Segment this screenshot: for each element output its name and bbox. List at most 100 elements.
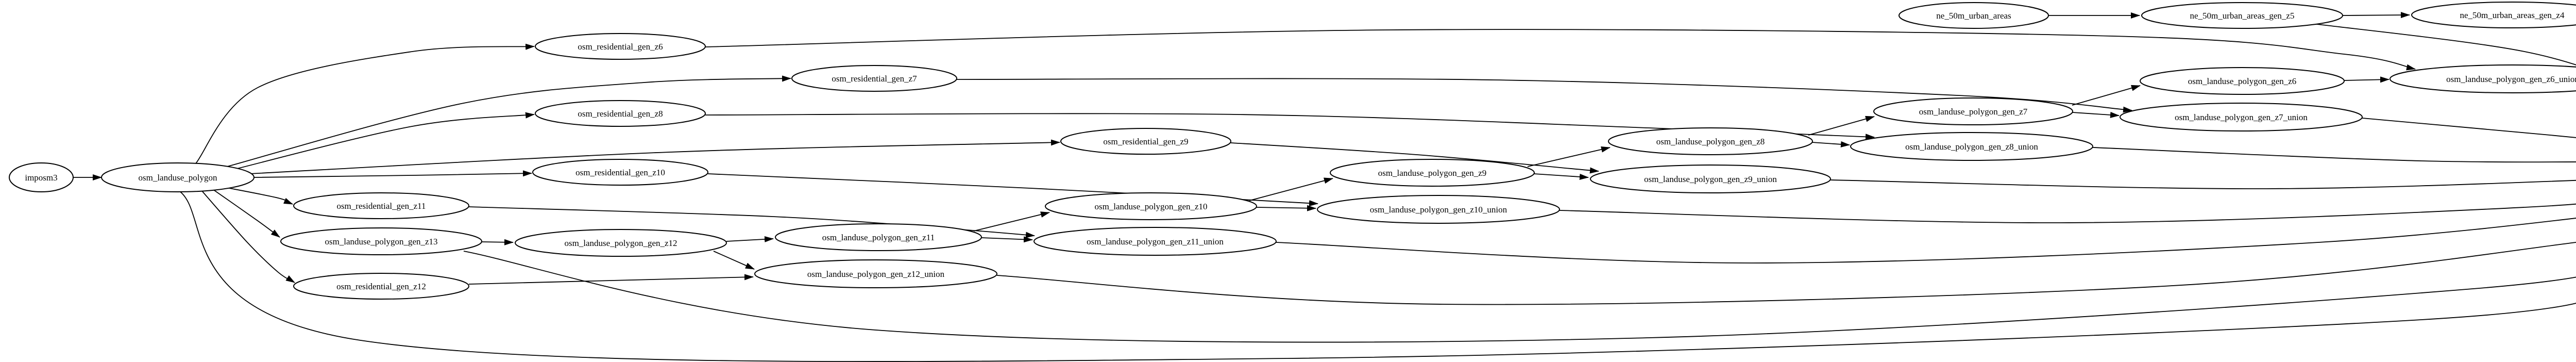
edge-osm_landuse_polygon-to-osm_residential_gen_z12 [200, 189, 295, 283]
edge-osm_landuse_polygon_gen_z8-to-osm_landuse_polygon_gen_z7 [1808, 116, 1875, 136]
node-osm_residential_gen_z9: osm_residential_gen_z9 [1060, 128, 1231, 155]
edge-osm_landuse_polygon_gen_z11-to-osm_landuse_polygon_gen_z11_union [981, 236, 1033, 243]
node-osm_residential_gen_z8: osm_residential_gen_z8 [535, 100, 706, 127]
node-osm_landuse_polygon_gen_z11: osm_landuse_polygon_gen_z11 [775, 223, 982, 251]
edge-osm_landuse_polygon-to-osm_residential_gen_z6 [195, 43, 535, 164]
node-label-osm_residential_gen_z7: osm_residential_gen_z7 [832, 74, 917, 84]
node-shape-osm_residential_gen_z10 [532, 159, 708, 186]
edge-osm_landuse_polygon_gen_z10_union-to-table-z10 [1559, 203, 2576, 223]
edge-osm_landuse_polygon_gen_z7-to-osm_landuse_polygon_gen_z7_union [2072, 111, 2120, 118]
edge-osm_landuse_polygon-to-osm_residential_gen_z8 [226, 112, 535, 172]
edge-osm_landuse_polygon_gen_z7-to-osm_landuse_polygon_gen_z6 [2072, 85, 2141, 106]
edge-osm_landuse_polygon_gen_z7_union-to-table-z7 [2362, 118, 2576, 138]
node-osm_residential_gen_z10: osm_residential_gen_z10 [532, 159, 708, 186]
node-shape-osm_landuse_polygon_gen_z8 [1608, 127, 1813, 155]
node-imposm3: imposm3 [9, 162, 74, 192]
node-shape-osm_landuse_polygon_gen_z12_union [754, 259, 997, 288]
node-shape-osm_landuse_polygon_gen_z9 [1330, 159, 1535, 187]
node-shape-imposm3 [9, 162, 74, 192]
node-osm_landuse_polygon: osm_landuse_polygon [101, 162, 255, 192]
node-shape-ne_50m_urban_areas [1899, 2, 2049, 29]
node-osm_residential_gen_z7: osm_residential_gen_z7 [791, 65, 957, 92]
node-shape-ne_50m_urban_areas_gen_z4 [2411, 2, 2576, 28]
node-label-ne_50m_urban_areas_gen_z5: ne_50m_urban_areas_gen_z5 [2190, 11, 2295, 21]
node-label-ne_50m_urban_areas: ne_50m_urban_areas [1936, 11, 2011, 21]
edge-osm_landuse_polygon-to-osm_residential_gen_z11 [221, 186, 293, 205]
node-osm_residential_gen_z12: osm_residential_gen_z12 [293, 273, 469, 300]
node-shape-osm_residential_gen_z11 [293, 192, 469, 219]
node-shape-osm_landuse_polygon_gen_z6_union [2389, 64, 2576, 93]
node-label-ne_50m_urban_areas_gen_z4: ne_50m_urban_areas_gen_z4 [2460, 10, 2565, 20]
node-ne_50m_urban_areas_gen_z4: ne_50m_urban_areas_gen_z4 [2411, 2, 2576, 28]
node-label-osm_residential_gen_z6: osm_residential_gen_z6 [578, 42, 663, 52]
node-label-osm_landuse_polygon_gen_z9_union: osm_landuse_polygon_gen_z9_union [1644, 174, 1777, 184]
edge-osm_landuse_polygon_gen_z12_union-to-table-z12 [996, 242, 2576, 305]
node-label-osm_landuse_polygon_gen_z13: osm_landuse_polygon_gen_z13 [325, 237, 437, 246]
node-osm_landuse_polygon_gen_z7: osm_landuse_polygon_gen_z7 [1873, 97, 2073, 125]
node-label-osm_landuse_polygon_gen_z12: osm_landuse_polygon_gen_z12 [564, 238, 677, 248]
node-shape-osm_landuse_polygon_gen_z8_union [1850, 132, 2093, 161]
node-shape-osm_landuse_polygon_gen_z6 [2140, 67, 2345, 95]
node-osm_residential_gen_z11: osm_residential_gen_z11 [293, 192, 469, 219]
node-osm_landuse_polygon_gen_z7_union: osm_landuse_polygon_gen_z7_union [2120, 103, 2363, 131]
node-shape-osm_landuse_polygon_gen_z9_union [1590, 164, 1831, 193]
edge-ne_50m_urban_areas_gen_z5-to-table-z5 [2313, 23, 2576, 65]
node-label-osm_landuse_polygon_gen_z7: osm_landuse_polygon_gen_z7 [1919, 107, 2028, 117]
node-osm_landuse_polygon_gen_z10_union: osm_landuse_polygon_gen_z10_union [1317, 195, 1560, 224]
edge-osm_landuse_polygon_gen_z10-to-osm_landuse_polygon_gen_z9 [1249, 177, 1333, 201]
node-osm_landuse_polygon_gen_z13: osm_landuse_polygon_gen_z13 [280, 227, 482, 255]
node-shape-osm_landuse_polygon_gen_z10_union [1317, 195, 1560, 224]
node-label-osm_landuse_polygon_gen_z11: osm_landuse_polygon_gen_z11 [822, 233, 935, 242]
edge-osm_residential_gen_z6-to-osm_landuse_polygon_gen_z6_union [705, 29, 2416, 71]
node-osm_landuse_polygon_gen_z11_union: osm_landuse_polygon_gen_z11_union [1033, 227, 1277, 256]
edge-osm_landuse_polygon_gen_z11_union-to-table-z11 [1276, 218, 2576, 264]
node-shape-ne_50m_urban_areas_gen_z5 [2141, 2, 2343, 29]
node-label-osm_residential_gen_z9: osm_residential_gen_z9 [1103, 137, 1188, 146]
edge-osm_landuse_polygon_gen_z8_union-to-table-z8 [2092, 147, 2576, 163]
node-shape-osm_residential_gen_z6 [535, 33, 706, 60]
node-label-osm_landuse_polygon_gen_z6: osm_landuse_polygon_gen_z6 [2188, 76, 2297, 86]
node-osm_landuse_polygon_gen_z6: osm_landuse_polygon_gen_z6 [2140, 67, 2345, 95]
edge-osm_landuse_polygon-to-table-z14+ [180, 191, 2576, 362]
edge-osm_landuse_polygon_gen_z12-to-osm_landuse_polygon_gen_z12_union [713, 251, 755, 270]
node-label-imposm3: imposm3 [25, 173, 57, 183]
node-shape-osm_landuse_polygon_gen_z10 [1045, 192, 1257, 220]
node-shape-osm_landuse_polygon_gen_z11 [775, 223, 982, 251]
node-label-osm_residential_gen_z8: osm_residential_gen_z8 [578, 109, 663, 119]
node-shape-osm_residential_gen_z8 [535, 100, 706, 127]
edge-osm_landuse_polygon_gen_z13-to-table-z13 [463, 251, 2576, 343]
edge-osm_landuse_polygon-to-osm_residential_gen_z9 [239, 139, 1060, 175]
node-shape-osm_landuse_polygon_gen_z11_union [1033, 227, 1277, 256]
node-layer: imposm3 osm_landuse_polygon osm_residentia… [9, 2, 2576, 300]
edge-osm_landuse_polygon-to-osm_residential_gen_z7 [221, 75, 791, 169]
edge-osm_residential_gen_z11-to-osm_landuse_polygon_gen_z11_union [468, 206, 1035, 238]
node-osm_landuse_polygon_gen_z9: osm_landuse_polygon_gen_z9 [1330, 159, 1535, 187]
edge-osm_landuse_polygon_gen_z10-to-osm_landuse_polygon_gen_z10_union [1256, 205, 1316, 211]
edge-osm_residential_gen_z9-to-osm_landuse_polygon_gen_z9_union [1230, 142, 1599, 174]
node-osm_landuse_polygon_gen_z12: osm_landuse_polygon_gen_z12 [515, 229, 727, 257]
node-label-osm_landuse_polygon_gen_z10_union: osm_landuse_polygon_gen_z10_union [1370, 205, 1507, 215]
node-label-osm_landuse_polygon_gen_z11_union: osm_landuse_polygon_gen_z11_union [1087, 237, 1224, 246]
edge-osm_landuse_polygon_gen_z8-to-osm_landuse_polygon_gen_z8_union [1811, 141, 1850, 147]
node-label-osm_landuse_polygon_gen_z12_union: osm_landuse_polygon_gen_z12_union [807, 269, 945, 279]
node-label-osm_residential_gen_z12: osm_residential_gen_z12 [336, 282, 426, 291]
edge-osm_landuse_polygon_gen_z12-to-osm_landuse_polygon_gen_z11 [726, 236, 774, 242]
node-osm_residential_gen_z6: osm_residential_gen_z6 [535, 33, 706, 60]
edge-osm_landuse_polygon_gen_z11-to-osm_landuse_polygon_gen_z10 [973, 211, 1050, 232]
edge-osm_landuse_polygon_gen_z9_union-to-table-z9 [1830, 179, 2576, 189]
node-label-osm_landuse_polygon: osm_landuse_polygon [139, 173, 217, 183]
node-osm_landuse_polygon_gen_z12_union: osm_landuse_polygon_gen_z12_union [754, 259, 997, 288]
node-label-osm_landuse_polygon_gen_z8_union: osm_landuse_polygon_gen_z8_union [1905, 142, 2038, 152]
node-label-osm_landuse_polygon_gen_z8: osm_landuse_polygon_gen_z8 [1656, 137, 1765, 146]
edge-osm_residential_gen_z12-to-osm_landuse_polygon_gen_z12_union [468, 274, 754, 285]
node-osm_landuse_polygon_gen_z8_union: osm_landuse_polygon_gen_z8_union [1850, 132, 2093, 161]
node-shape-osm_residential_gen_z12 [293, 273, 469, 300]
node-osm_landuse_polygon_gen_z6_union: osm_landuse_polygon_gen_z6_union [2389, 64, 2576, 93]
node-shape-osm_landuse_polygon_gen_z7_union [2120, 103, 2363, 131]
node-label-osm_landuse_polygon_gen_z6_union: osm_landuse_polygon_gen_z6_union [2446, 74, 2576, 84]
edge-osm_landuse_polygon-to-osm_landuse_polygon_gen_z13 [211, 188, 280, 238]
node-ne_50m_urban_areas_gen_z5: ne_50m_urban_areas_gen_z5 [2141, 2, 2343, 29]
node-shape-osm_landuse_polygon_gen_z12 [515, 229, 727, 257]
